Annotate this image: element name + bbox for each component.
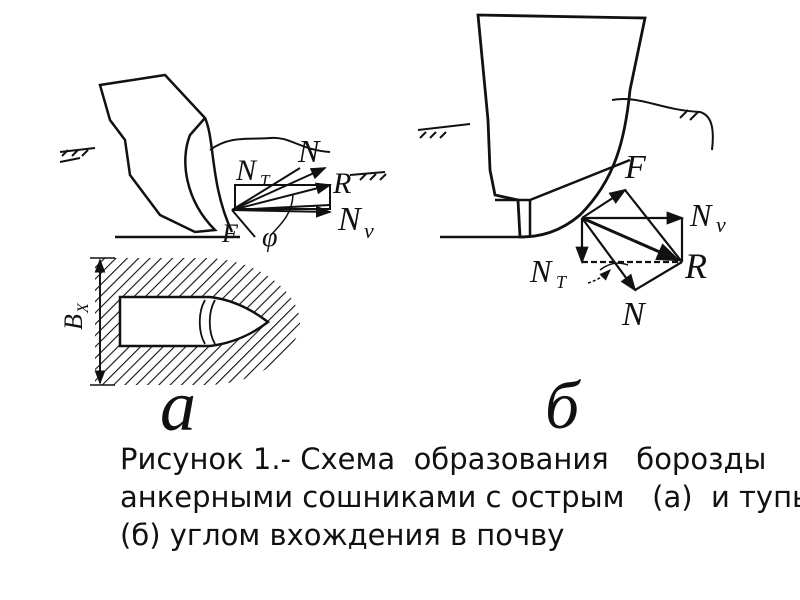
caption-line: Рисунок 1.- Схема образования борозды bbox=[120, 442, 767, 476]
label-nv-a: N bbox=[337, 201, 363, 238]
soil-surface-right bbox=[417, 98, 714, 151]
label-bx-sub: X bbox=[75, 302, 92, 314]
panel-a-labels: N T N R N v F φ B X а bbox=[59, 133, 374, 440]
label-bx: B bbox=[59, 314, 88, 330]
label-n-a: N bbox=[297, 133, 321, 169]
opener-body-a bbox=[98, 73, 218, 234]
label-nv-sub-a: v bbox=[364, 218, 374, 243]
force-vectors-b bbox=[575, 188, 685, 292]
panel-b-letter: б bbox=[545, 367, 582, 440]
figure-caption: Рисунок 1.- Схема образования борозды ан… bbox=[120, 440, 800, 554]
label-r-b: R bbox=[684, 246, 707, 286]
panel-b-labels: F N v R N T N б bbox=[529, 149, 726, 440]
panel-a-letter: а bbox=[160, 366, 196, 440]
label-phi-a: φ bbox=[262, 222, 278, 253]
force-vectors-a bbox=[231, 167, 332, 238]
panel-a-sharp-opener bbox=[59, 73, 387, 386]
label-f-b: F bbox=[624, 149, 647, 186]
label-f-a: F bbox=[221, 219, 239, 248]
label-nt-sub-b: T bbox=[556, 272, 568, 292]
label-nt-a: N bbox=[235, 154, 258, 187]
caption-line: анкерными сошниками с острым (а) и тупым bbox=[120, 480, 800, 514]
label-r-a: R bbox=[332, 167, 351, 200]
label-nv-sub-b: v bbox=[716, 212, 726, 237]
label-nv-b: N bbox=[689, 197, 713, 233]
label-nt-b: N bbox=[529, 253, 553, 289]
soil-surface-left bbox=[59, 136, 387, 181]
caption-line: (б) углом вхождения в почву bbox=[120, 518, 565, 552]
label-nt-sub-a: T bbox=[260, 171, 271, 190]
opener-body-b bbox=[476, 13, 647, 239]
furrow-formation-diagram: N T N R N v F φ B X а bbox=[59, 13, 726, 440]
label-n-b: N bbox=[621, 296, 647, 333]
panel-b-blunt-opener bbox=[417, 13, 714, 292]
